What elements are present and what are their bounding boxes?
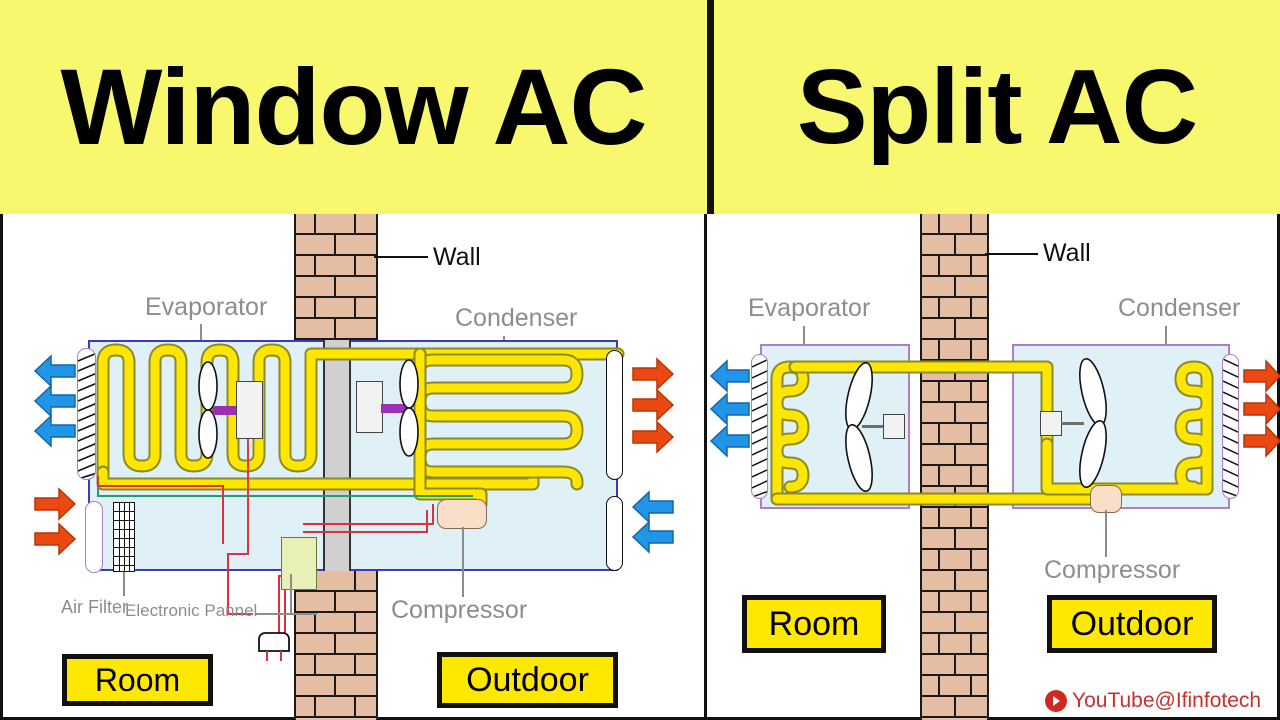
air-filter-leader-line [123,572,125,596]
wall-brick-lower [294,571,378,720]
label-evaporator: Evaporator [145,293,268,321]
split-label-wall: Wall [1043,239,1091,267]
fins-hatch [78,352,95,479]
condenser-louver-top-icon [606,350,623,480]
split-outdoor-fins-hatch [1223,358,1238,498]
label-electronic-panel: Electronic Pannel [125,601,258,620]
split-ac-stage: Wall Evaporator Condenser [707,214,1280,720]
label-air-filter: Air Filter [61,597,128,617]
label-condenser: Condenser [455,304,578,332]
split-badge-room: Room [742,595,886,653]
airflow-arrows [33,354,675,556]
outdoor-fan-motor-icon [356,381,383,433]
badge-room: Room [62,654,213,706]
split-outdoor-coil [1040,360,1214,496]
split-wall-leader-line [985,253,1038,255]
split-outdoor-fan-icon [1079,357,1107,489]
split-outdoor-fan-shaft [1061,422,1084,425]
outdoor-fan-shaft [381,404,407,413]
electronic-panel-leader-line [255,613,317,615]
split-hot-air-out-arrows [1243,359,1280,458]
power-plug-icon [258,632,290,661]
page-title-window-ac: Window AC [60,46,648,167]
compressor-leader-line [462,527,464,597]
room-air-in-arrows [34,487,77,556]
split-cold-air-out-arrows [709,359,750,458]
label-compressor: Compressor [391,596,528,624]
wall-leader-line [374,256,428,258]
split-ac-panel: Wall Evaporator Condenser [707,214,1280,720]
split-ac-title-cell: Split AC [714,0,1280,220]
label-wall: Wall [433,243,481,271]
wiring [97,410,473,634]
page-title-split-ac: Split AC [796,48,1198,166]
badge-outdoor-label: Outdoor [466,660,589,699]
electronic-panel-leader-drop [290,574,292,615]
split-badge-outdoor-label: Outdoor [1070,604,1194,643]
split-compressor-leader-line [1105,510,1107,557]
split-compressor-shape [1090,485,1122,513]
wall-brick-upper [294,214,378,340]
compressor-shape [437,499,487,529]
air-filter-icon [113,502,135,572]
split-badge-outdoor: Outdoor [1047,595,1217,653]
watermark-text: YouTube@Ifinfotech [1072,689,1262,712]
split-outdoor-fins-icon [1222,354,1239,499]
title-bar: Window AC Split AC [0,0,1280,220]
split-badge-room-label: Room [768,604,860,643]
electronic-panel-shape [281,537,317,590]
title-divider [707,0,714,214]
split-label-condenser: Condenser [1118,294,1241,322]
evaporator-fins-icon [77,348,96,480]
split-indoor-fan-shaft [862,425,885,428]
indoor-fan-shaft [213,406,241,415]
badge-room-label: Room [94,661,181,698]
room-return-louver-icon [85,501,103,573]
indoor-fan-motor-icon [236,381,263,439]
watermark: YouTube@Ifinfotech [1045,689,1261,713]
cold-air-out-arrows [33,354,76,448]
youtube-icon [1045,690,1067,712]
split-wall-brick [920,214,989,720]
window-ac-stage: Wall Evaporator Condenser [3,214,704,720]
window-ac-panel: Wall Evaporator Condenser [0,214,707,720]
split-indoor-fins-icon [751,354,768,499]
split-airflow-arrows [709,359,1280,458]
indoor-fan-icon [198,361,218,459]
split-label-compressor: Compressor [1044,556,1181,584]
outdoor-air-in-arrows [631,490,674,554]
split-indoor-fins-hatch [752,359,767,498]
split-indoor-fan-icon [845,361,873,493]
badge-outdoor: Outdoor [437,652,618,708]
window-ac-title-cell: Window AC [0,0,707,220]
outdoor-fan-icon [399,359,419,457]
hot-air-out-arrows [632,357,675,454]
split-indoor-fan-motor-icon [883,414,905,439]
condenser-louver-bottom-icon [606,496,623,571]
split-label-evaporator: Evaporator [748,294,871,322]
